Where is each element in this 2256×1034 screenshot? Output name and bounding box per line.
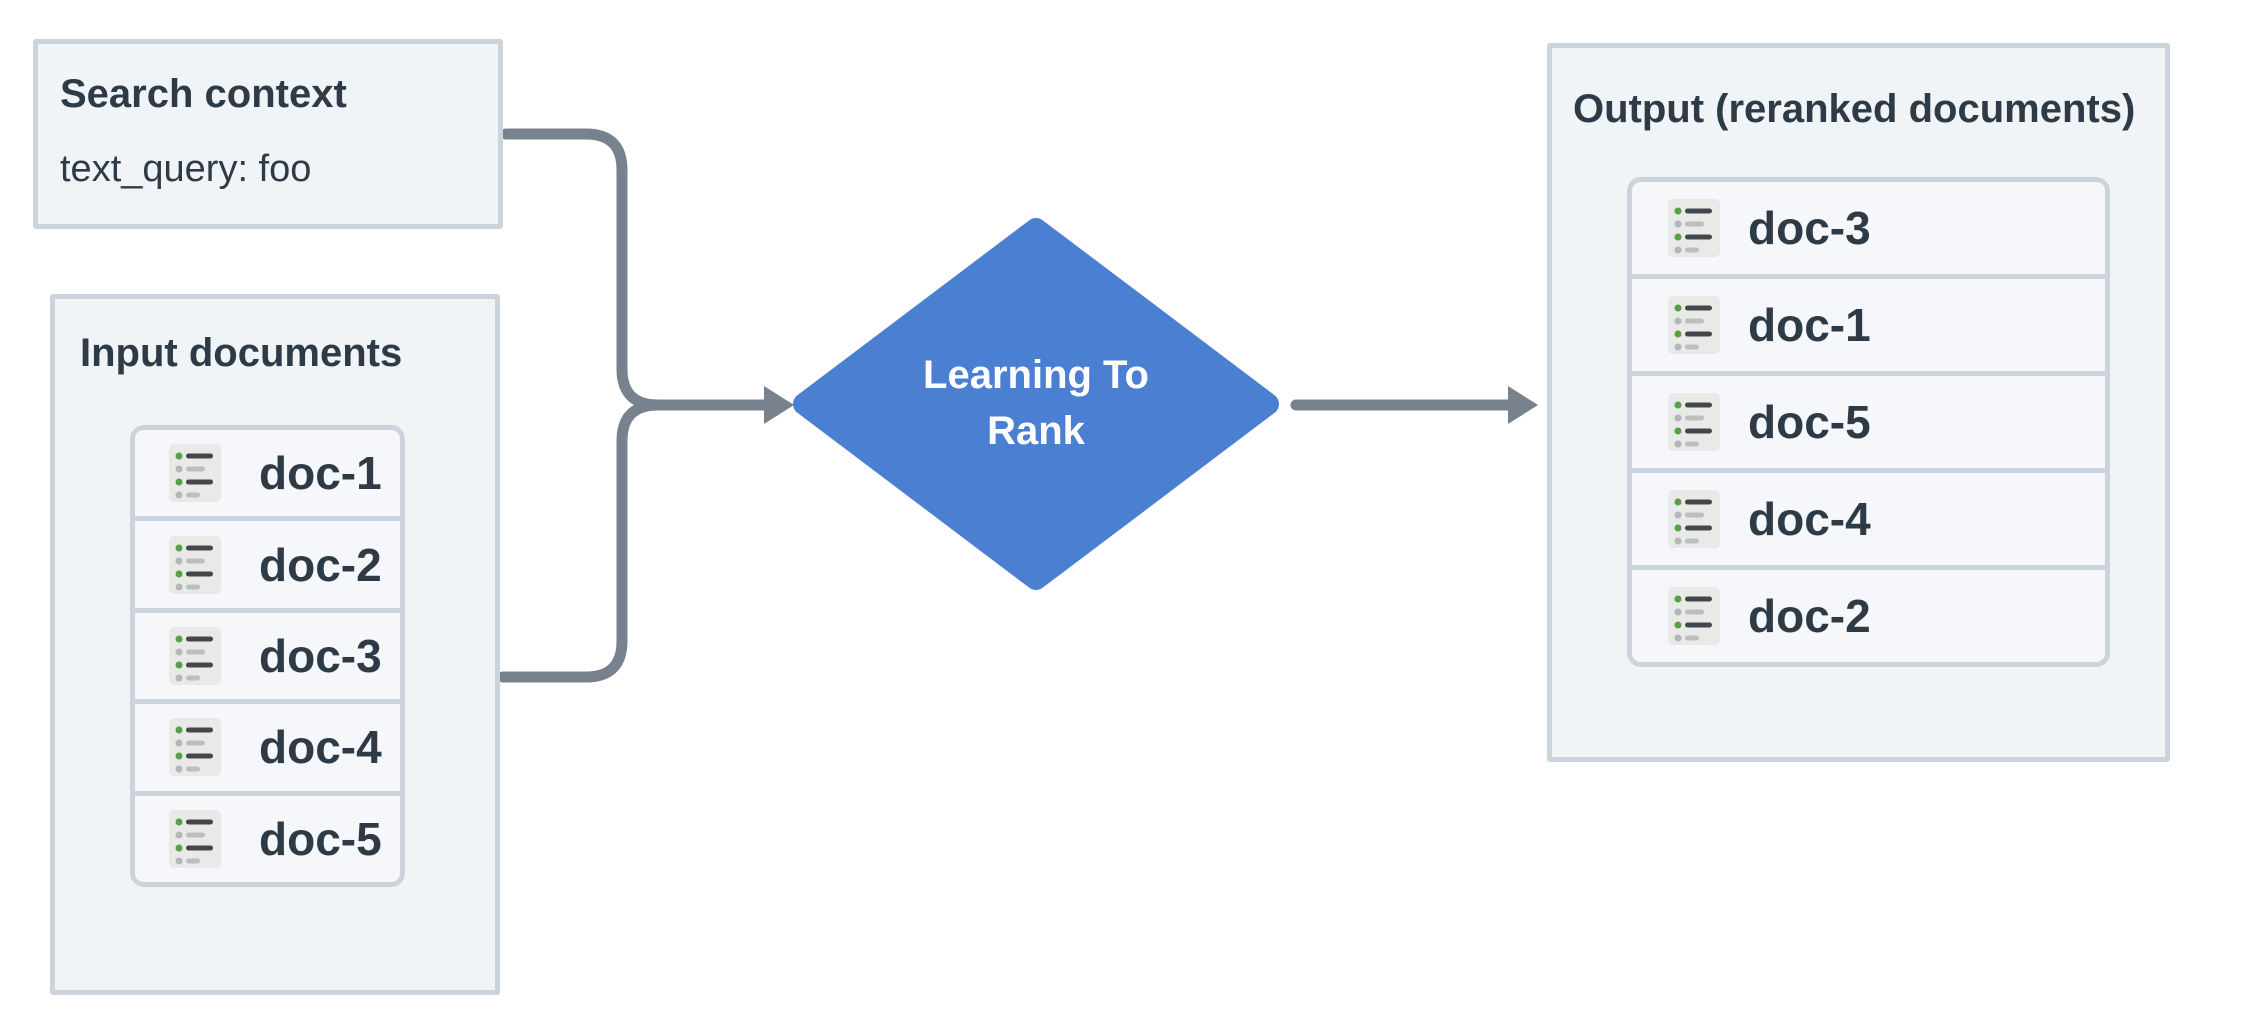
document-list-icon [169,444,221,503]
text-query-value: text_query: foo [60,148,312,190]
document-list-icon [1668,393,1720,451]
document-list-icon [1668,199,1720,257]
input-doc-list: doc-1 doc-2 [130,425,405,887]
doc-row: doc-3 [135,612,400,705]
doc-row: doc-4 [1632,473,2105,570]
learning-to-rank-label-line1: Learning To [923,353,1149,397]
search-context-title: Search context [60,72,347,116]
learning-to-rank-label-line2: Rank [987,409,1085,453]
doc-label: doc-5 [1748,396,1871,448]
output-reranked-panel: Output (reranked documents) [1547,43,2170,762]
doc-label: doc-3 [259,630,382,683]
output-reranked-title: Output (reranked documents) [1573,87,2136,131]
arrowhead-into-output [1508,386,1538,424]
document-list-icon [169,809,221,868]
doc-label: doc-2 [259,538,382,591]
document-list-icon [1668,296,1720,354]
doc-row: doc-2 [135,521,400,613]
doc-label: doc-2 [1748,590,1871,642]
document-list-icon [1668,587,1720,645]
input-documents-panel: Input documents doc-1 [50,294,500,995]
doc-label: doc-1 [1748,299,1871,351]
doc-label: doc-1 [259,447,382,500]
doc-label: doc-3 [1748,202,1871,254]
arrowhead-into-diamond [764,386,794,424]
doc-row: doc-1 [135,430,400,522]
doc-label: doc-4 [259,721,382,774]
doc-row: doc-5 [135,795,400,882]
doc-row: doc-3 [1632,182,2105,279]
input-documents-title: Input documents [80,331,403,375]
search-context-panel: Search context text_query: foo [33,39,503,229]
document-list-icon [169,627,221,686]
doc-row: doc-4 [135,704,400,796]
document-list-icon [169,718,221,777]
learning-to-rank-label: Learning To Rank [836,347,1236,459]
doc-label: doc-4 [1748,493,1871,545]
output-doc-list: doc-3 doc-1 [1627,177,2110,667]
search-context-connector-line [500,128,770,411]
document-list-icon [1668,490,1720,548]
document-list-icon [169,535,221,594]
input-documents-connector-line [497,399,770,683]
learning-to-rank-diamond [793,218,1279,590]
doc-row: doc-2 [1632,570,2105,662]
doc-label: doc-5 [259,812,382,865]
doc-row: doc-5 [1632,376,2105,473]
doc-row: doc-1 [1632,279,2105,376]
